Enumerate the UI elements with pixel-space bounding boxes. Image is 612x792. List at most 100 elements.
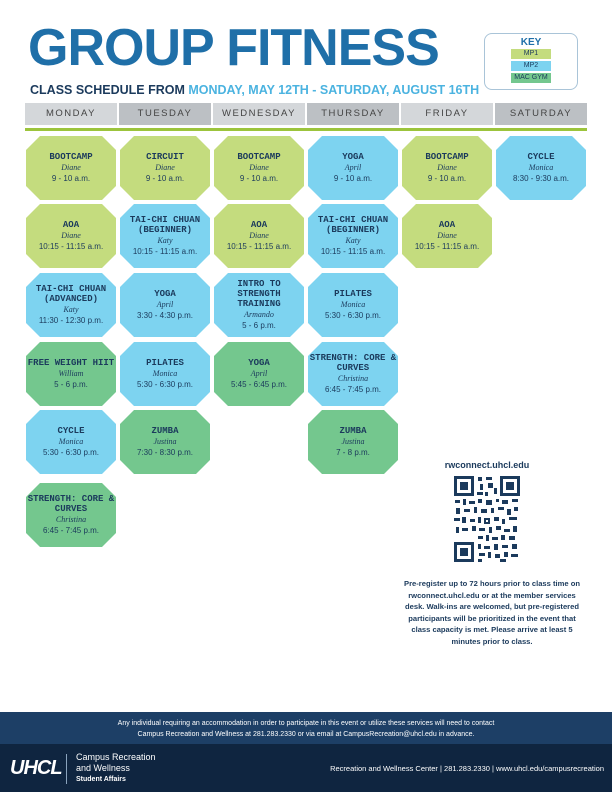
day-header-bar: MONDAY TUESDAY WEDNESDAY THURSDAY FRIDAY… [25, 103, 587, 125]
class-instructor: William [58, 368, 84, 378]
class-time: 5 - 6 p.m. [242, 320, 276, 330]
class-card: CIRCUIT Diane 9 - 10 a.m. [120, 136, 210, 200]
class-card: PILATES Monica 5:30 - 6:30 p.m. [120, 342, 210, 406]
registration-url[interactable]: rwconnect.uhcl.edu [444, 460, 530, 470]
class-name: YOGA [248, 357, 270, 368]
class-time: 6:45 - 7:45 p.m. [324, 384, 382, 394]
class-name: CIRCUIT [146, 151, 184, 162]
class-instructor: Diane [249, 162, 269, 172]
class-name: BOOTCAMP [49, 151, 93, 162]
class-instructor: Katy [63, 304, 79, 314]
accommodation-banner: Any individual requiring an accommodatio… [0, 712, 612, 744]
class-time: 10:15 - 11:15 a.m. [226, 241, 292, 251]
class-card: TAI-CHI CHUAN (BEGINNER) Katy 10:15 - 11… [120, 204, 210, 268]
class-card: ZUMBA Justina 7 - 8 p.m. [308, 410, 398, 474]
class-time: 10:15 - 11:15 a.m. [132, 246, 198, 256]
class-time: 11:30 - 12:30 p.m. [38, 315, 104, 325]
class-card: AOA Diane 10:15 - 11:15 a.m. [402, 204, 492, 268]
class-card: TAI-CHI CHUAN (BEGINNER) Katy 10:15 - 11… [308, 204, 398, 268]
class-instructor: Christina [55, 514, 87, 524]
day-wednesday: WEDNESDAY [213, 103, 305, 125]
class-name: TAI-CHI CHUAN (ADVANCED) [35, 283, 107, 304]
class-time: 7 - 8 p.m. [336, 447, 370, 457]
class-name: ZUMBA [339, 425, 367, 436]
class-instructor: Diane [249, 230, 269, 240]
class-time: 7:30 - 8:30 p.m. [136, 447, 194, 457]
class-instructor: April [156, 299, 174, 309]
class-instructor: Armando [244, 309, 274, 319]
class-instructor: April [250, 368, 268, 378]
class-name: BOOTCAMP [237, 151, 281, 162]
class-name: AOA [250, 219, 268, 230]
class-card: YOGA April 3:30 - 4:30 p.m. [120, 273, 210, 337]
class-card: PILATES Monica 5:30 - 6:30 p.m. [308, 273, 398, 337]
class-time: 9 - 10 a.m. [239, 173, 279, 183]
class-card: INTRO TO STRENGTH TRAINING Armando 5 - 6… [214, 273, 304, 337]
class-card: BOOTCAMP Diane 9 - 10 a.m. [214, 136, 304, 200]
day-friday: FRIDAY [401, 103, 493, 125]
class-time: 9 - 10 a.m. [51, 173, 91, 183]
class-instructor: Justina [153, 436, 177, 446]
class-time: 3:30 - 4:30 p.m. [136, 310, 194, 320]
class-name: AOA [438, 219, 456, 230]
class-instructor: Monica [152, 368, 178, 378]
class-card: FREE WEIGHT HIIT William 5 - 6 p.m. [26, 342, 116, 406]
class-card: STRENGTH: CORE & CURVES Christina 6:45 -… [26, 483, 116, 547]
subtitle-lead: CLASS SCHEDULE FROM [30, 83, 189, 97]
key-item-mp1: MP1 [511, 49, 551, 59]
department-division: Student Affairs [76, 776, 126, 783]
class-name: CYCLE [57, 425, 85, 436]
class-instructor: Diane [437, 162, 457, 172]
uhcl-logo: UHCL [10, 757, 63, 779]
class-card: BOOTCAMP Diane 9 - 10 a.m. [402, 136, 492, 200]
qr-code-icon[interactable] [452, 474, 522, 564]
day-saturday: SATURDAY [495, 103, 587, 125]
key-title: KEY [520, 37, 542, 48]
key-item-mp2: MP2 [511, 61, 551, 71]
class-time: 9 - 10 a.m. [145, 173, 185, 183]
day-thursday: THURSDAY [307, 103, 399, 125]
class-name: CYCLE [527, 151, 555, 162]
class-time: 8:30 - 9:30 a.m. [512, 173, 570, 183]
department-line-1: Campus Recreation [76, 752, 156, 762]
class-card: STRENGTH: CORE & CURVES Christina 6:45 -… [308, 342, 398, 406]
header-divider [25, 128, 587, 131]
registration-note: Pre-register up to 72 hours prior to cla… [404, 579, 580, 646]
class-time: 9 - 10 a.m. [333, 173, 373, 183]
class-card: AOA Diane 10:15 - 11:15 a.m. [214, 204, 304, 268]
department-name: Campus Recreation and Wellness Student A… [76, 752, 156, 785]
class-instructor: Diane [61, 230, 81, 240]
day-tuesday: TUESDAY [119, 103, 211, 125]
class-instructor: April [344, 162, 362, 172]
class-name: YOGA [154, 288, 176, 299]
class-card: ZUMBA Justina 7:30 - 8:30 p.m. [120, 410, 210, 474]
class-time: 10:15 - 11:15 a.m. [320, 246, 386, 256]
accommodation-line-1: Any individual requiring an accommodatio… [117, 720, 495, 727]
accommodation-line-2: Campus Recreation and Wellness at 281.28… [137, 731, 475, 738]
class-name: AOA [62, 219, 80, 230]
class-name: YOGA [342, 151, 364, 162]
class-name: TAI-CHI CHUAN (BEGINNER) [129, 214, 201, 235]
class-card: AOA Diane 10:15 - 11:15 a.m. [26, 204, 116, 268]
class-card: TAI-CHI CHUAN (ADVANCED) Katy 11:30 - 12… [26, 273, 116, 337]
day-monday: MONDAY [25, 103, 117, 125]
class-name: PILATES [146, 357, 184, 368]
class-name: INTRO TO STRENGTH TRAINING [237, 278, 281, 309]
class-time: 5:30 - 6:30 p.m. [136, 379, 194, 389]
class-card: CYCLE Monica 8:30 - 9:30 a.m. [496, 136, 586, 200]
class-instructor: Katy [157, 235, 173, 245]
class-time: 5:30 - 6:30 p.m. [42, 447, 100, 457]
subtitle-date-range: MONDAY, MAY 12TH - SATURDAY, AUGUST 16TH [188, 83, 480, 97]
class-card: YOGA April 5:45 - 6:45 p.m. [214, 342, 304, 406]
key-item-mac-gym: MAC GYM [511, 73, 551, 83]
room-key: KEY MP1 MP2 MAC GYM [484, 33, 578, 90]
class-card: YOGA April 9 - 10 a.m. [308, 136, 398, 200]
class-time: 5:30 - 6:30 p.m. [324, 310, 382, 320]
class-instructor: Christina [337, 373, 369, 383]
class-time: 10:15 - 11:15 a.m. [38, 241, 104, 251]
contact-info[interactable]: Recreation and Wellness Center | 281.283… [330, 764, 604, 773]
schedule-subtitle: CLASS SCHEDULE FROM MONDAY, MAY 12TH - S… [30, 83, 479, 97]
class-time: 9 - 10 a.m. [427, 173, 467, 183]
class-instructor: Monica [528, 162, 554, 172]
class-time: 6:45 - 7:45 p.m. [42, 525, 100, 535]
